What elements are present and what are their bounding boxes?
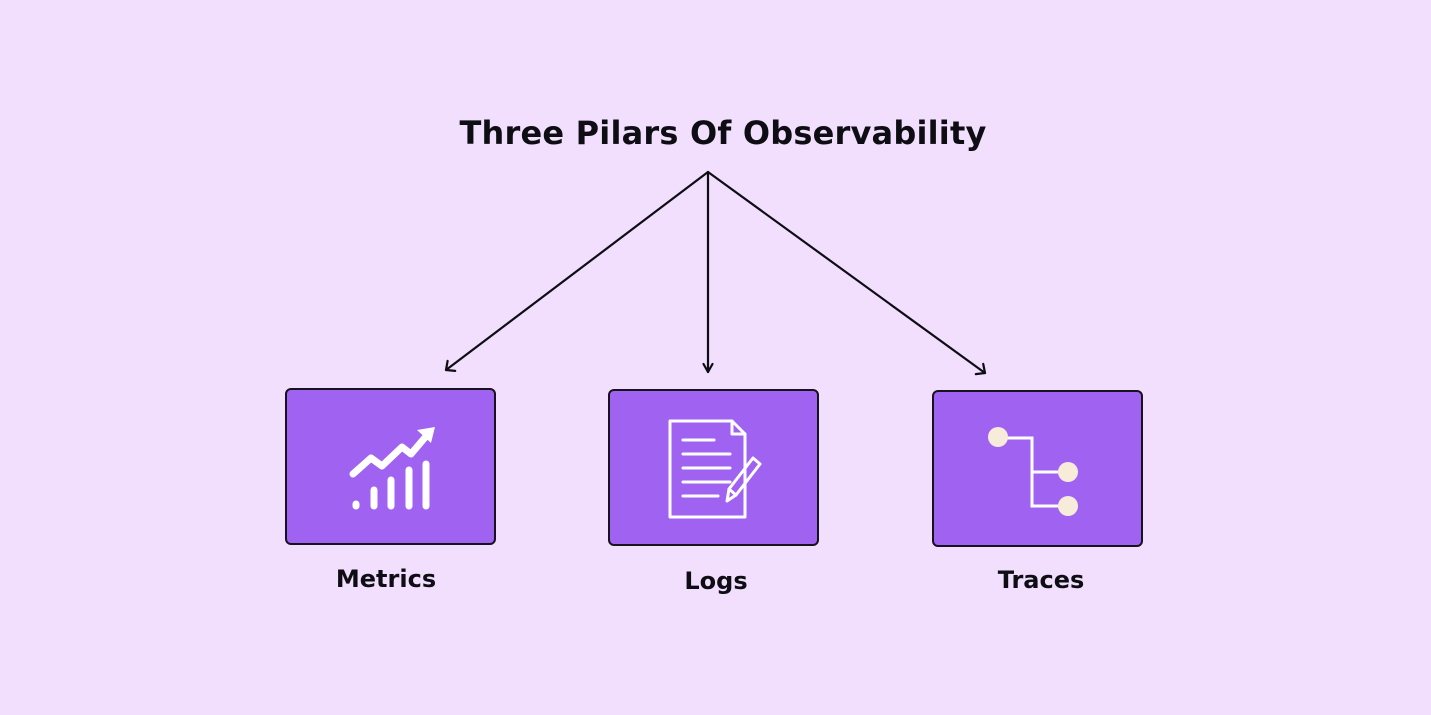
traces-box: [932, 390, 1143, 547]
trending-bar-chart-icon: [349, 427, 435, 510]
trace-tree-icon: [988, 427, 1078, 516]
document-edit-icon: [668, 419, 762, 519]
arrow-head-metrics: [444, 359, 457, 372]
logs-box: [608, 389, 819, 546]
metrics-box: [285, 388, 496, 545]
metrics-label: Metrics: [335, 565, 437, 593]
arrow-head-traces: [974, 362, 987, 376]
arrow-to-metrics: [444, 170, 710, 372]
traces-label: Traces: [997, 566, 1085, 594]
logs-label: Logs: [684, 567, 748, 595]
arrow-to-traces: [706, 170, 987, 375]
arrow-head-logs: [702, 362, 714, 374]
diagram-title: Three Pilars Of Observability: [459, 114, 987, 152]
